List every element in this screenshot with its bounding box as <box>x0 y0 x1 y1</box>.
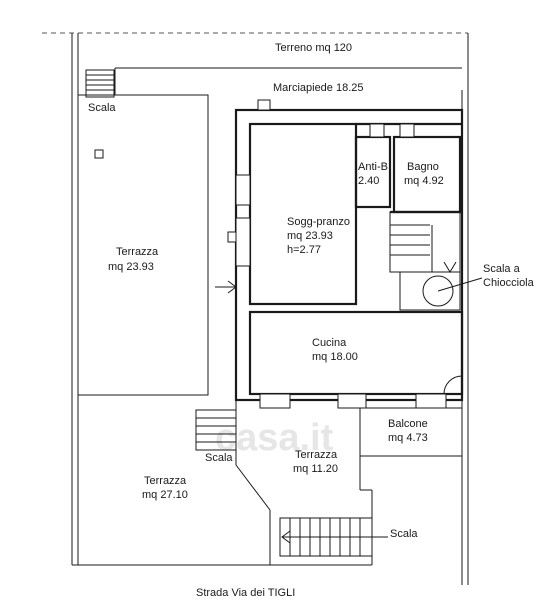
label-balcone-1: Balcone <box>388 418 428 430</box>
label-terrazza-left-1: Terrazza <box>116 246 159 258</box>
label-terreno: Terreno mq 120 <box>275 42 352 54</box>
label-terrazza-mid-2: mq 11.20 <box>293 463 338 475</box>
label-marciapiede: Marciapiede 18.25 <box>273 82 364 94</box>
balcone-area <box>359 407 463 457</box>
terreno-area <box>114 67 462 95</box>
stairs-internal <box>389 211 483 311</box>
label-scala-bottom: Scala <box>390 528 418 540</box>
label-terrazza-mid-1: Terrazza <box>295 449 338 461</box>
label-bagno-2: mq 4.92 <box>404 175 444 187</box>
terrazza-left <box>77 94 209 396</box>
watermark: casa.it <box>215 417 334 459</box>
label-chiocciola-1: Scala a <box>483 263 521 275</box>
label-anti-b-2: 2.40 <box>358 175 379 187</box>
label-anti-b-1: Anti-B <box>358 161 388 173</box>
label-terrazza-left-2: mq 23.93 <box>108 261 154 273</box>
label-balcone-2: mq 4.73 <box>388 432 428 444</box>
label-bagno-1: Bagno <box>407 161 439 173</box>
label-sogg-3: h=2.77 <box>287 244 321 256</box>
label-terrazza-bottom-1: Terrazza <box>144 475 187 487</box>
label-scala-top: Scala <box>88 102 116 114</box>
label-chiocciola-2: Chiocciola <box>483 277 535 289</box>
stairs-bottom <box>279 517 388 557</box>
label-sogg-2: mq 23.93 <box>287 230 333 242</box>
label-cucina-1: Cucina <box>312 337 347 349</box>
label-terrazza-bottom-2: mq 27.10 <box>142 489 188 501</box>
label-cucina-2: mq 18.00 <box>312 351 358 363</box>
property-boundary <box>42 32 469 585</box>
label-strada: Strada Via dei TIGLI <box>196 587 295 599</box>
label-sogg-1: Sogg-pranzo <box>287 216 350 228</box>
stairs-top <box>85 69 115 98</box>
label-scala-mid: Scala <box>205 452 233 464</box>
